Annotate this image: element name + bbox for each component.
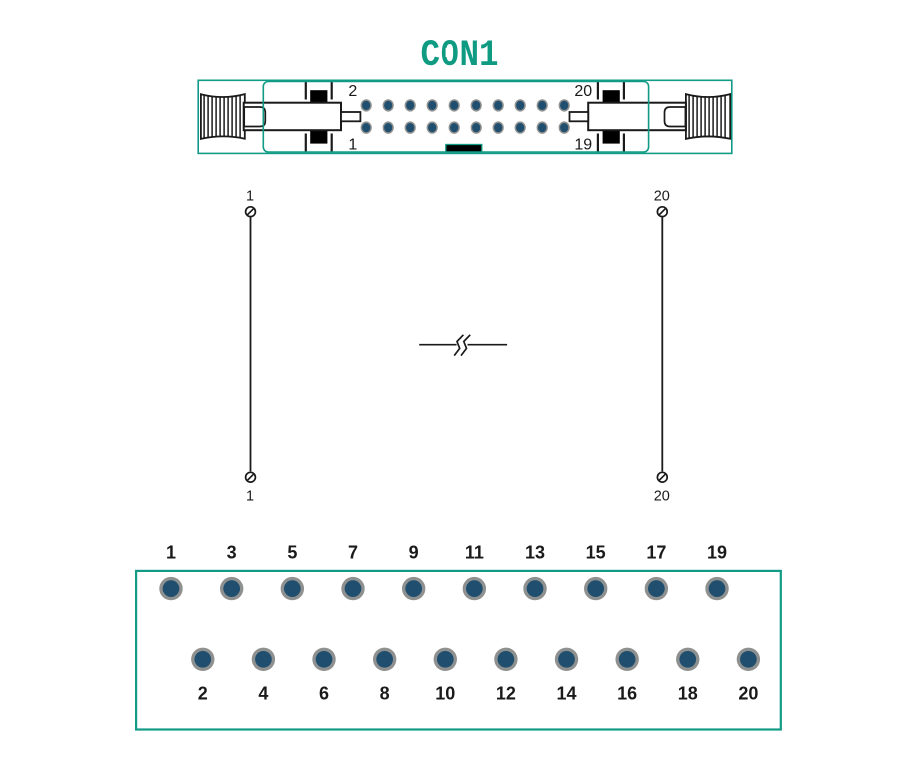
svg-text:20: 20	[654, 488, 670, 504]
svg-text:15: 15	[586, 542, 606, 562]
svg-text:12: 12	[496, 683, 516, 703]
svg-text:20: 20	[738, 683, 758, 703]
svg-text:1: 1	[348, 137, 357, 154]
svg-text:11: 11	[465, 542, 484, 562]
svg-text:14: 14	[557, 683, 577, 703]
svg-text:18: 18	[678, 683, 698, 703]
svg-text:17: 17	[646, 542, 666, 562]
svg-text:13: 13	[525, 542, 545, 562]
svg-text:4: 4	[258, 683, 268, 703]
svg-text:5: 5	[287, 542, 297, 562]
svg-text:1: 1	[246, 189, 254, 205]
svg-text:19: 19	[574, 137, 592, 154]
svg-text:8: 8	[380, 683, 390, 703]
svg-text:3: 3	[227, 542, 237, 562]
svg-text:7: 7	[348, 542, 358, 562]
svg-text:C0N1: C0N1	[420, 35, 498, 77]
svg-text:16: 16	[617, 683, 637, 703]
svg-text:9: 9	[409, 542, 419, 562]
svg-text:20: 20	[574, 83, 592, 100]
svg-text:10: 10	[435, 683, 455, 703]
svg-text:2: 2	[198, 683, 208, 703]
svg-text:1: 1	[166, 542, 176, 562]
svg-text:1: 1	[246, 488, 254, 504]
svg-text:6: 6	[319, 683, 329, 703]
svg-text:2: 2	[348, 83, 357, 100]
svg-text:20: 20	[654, 189, 670, 205]
svg-text:19: 19	[707, 542, 727, 562]
